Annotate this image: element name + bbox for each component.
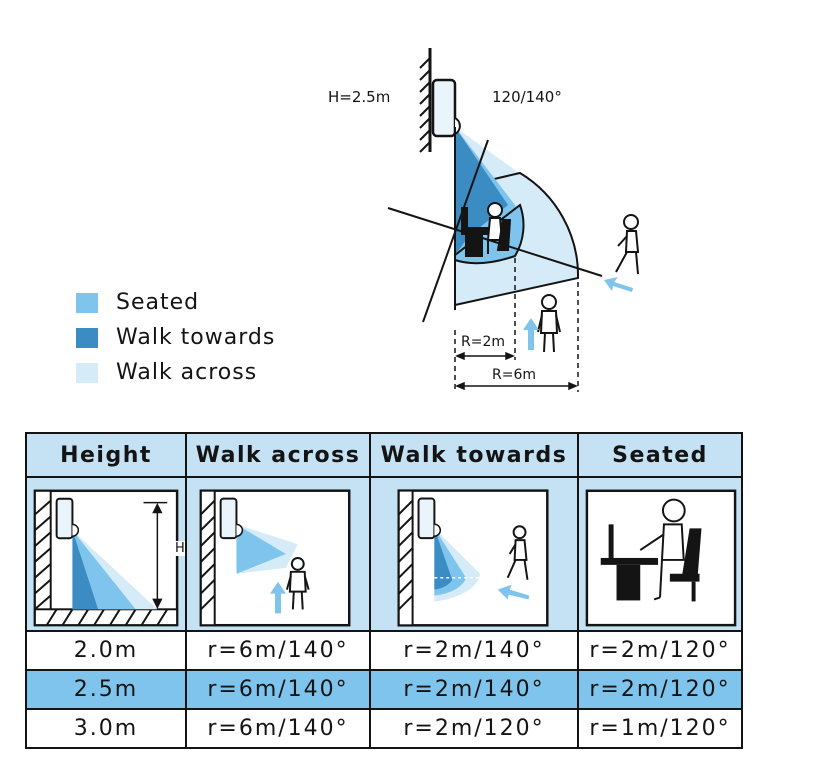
seated-illustration <box>577 476 743 632</box>
legend-swatch <box>76 292 98 313</box>
cell-walk-towards: r=2m/140° <box>369 669 579 710</box>
height-illustration <box>25 476 187 632</box>
walking-person-across-icon <box>615 214 640 275</box>
wall <box>419 48 432 153</box>
legend-label: Walk towards <box>116 325 276 350</box>
legend-item-walk-across: Walk across <box>76 360 257 385</box>
dimension-arrows <box>455 351 578 391</box>
cell-seated: r=2m/120° <box>577 669 743 710</box>
header-seated: Seated <box>577 432 743 478</box>
cell-seated: r=1m/120° <box>577 708 743 749</box>
illustration-height-label: H <box>175 541 185 556</box>
mount-height-label: H=2.5m <box>328 88 391 106</box>
seated-person-icon <box>461 202 512 257</box>
walking-person-towards-icon <box>537 294 561 353</box>
cell-walk-across: r=6m/140° <box>185 630 371 671</box>
walk-towards-illustration <box>369 476 579 632</box>
arrow-towards-icon <box>523 318 539 350</box>
radius-small-label: R=2m <box>461 334 506 350</box>
illustration-row <box>25 476 743 632</box>
header-walk-towards: Walk towards <box>369 432 579 478</box>
legend-label: Walk across <box>116 360 258 385</box>
table-header-row: Height Walk across Walk towards Seated <box>25 432 743 478</box>
walk-towards-zone <box>455 127 508 255</box>
coverage-diagram <box>387 48 640 392</box>
sensor-icon <box>431 78 461 138</box>
table-row-highlighted: 2.5m r=6m/140° r=2m/140° r=2m/120° <box>25 669 743 710</box>
cell-walk-towards: r=2m/140° <box>369 630 579 671</box>
walk-across-illustration <box>185 476 371 632</box>
header-height: Height <box>25 432 187 478</box>
cell-walk-towards: r=2m/120° <box>369 708 579 749</box>
detection-angle-label: 120/140° <box>492 88 562 106</box>
legend-item-seated: Seated <box>76 290 199 315</box>
cell-height: 2.0m <box>25 630 187 671</box>
legend-item-walk-towards: Walk towards <box>76 325 275 350</box>
legend-label: Seated <box>116 290 200 315</box>
radius-large-label: R=6m <box>492 367 537 383</box>
arrow-across-icon <box>604 277 633 292</box>
dimension-guides <box>454 258 579 392</box>
table-row: 2.0m r=6m/140° r=2m/140° r=2m/120° <box>25 630 743 671</box>
cell-height: 2.5m <box>25 669 187 710</box>
table-row: 3.0m r=6m/140° r=2m/120° r=1m/120° <box>25 708 743 749</box>
angle-lines <box>387 127 603 323</box>
cell-seated: r=2m/120° <box>577 630 743 671</box>
legend-swatch <box>76 327 98 348</box>
cell-height: 3.0m <box>25 708 187 749</box>
detection-range-table: Height Walk across Walk towards Seated <box>25 432 743 749</box>
header-walk-across: Walk across <box>185 432 371 478</box>
legend-swatch <box>76 362 98 383</box>
cell-walk-across: r=6m/140° <box>185 669 371 710</box>
cell-walk-across: r=6m/140° <box>185 708 371 749</box>
